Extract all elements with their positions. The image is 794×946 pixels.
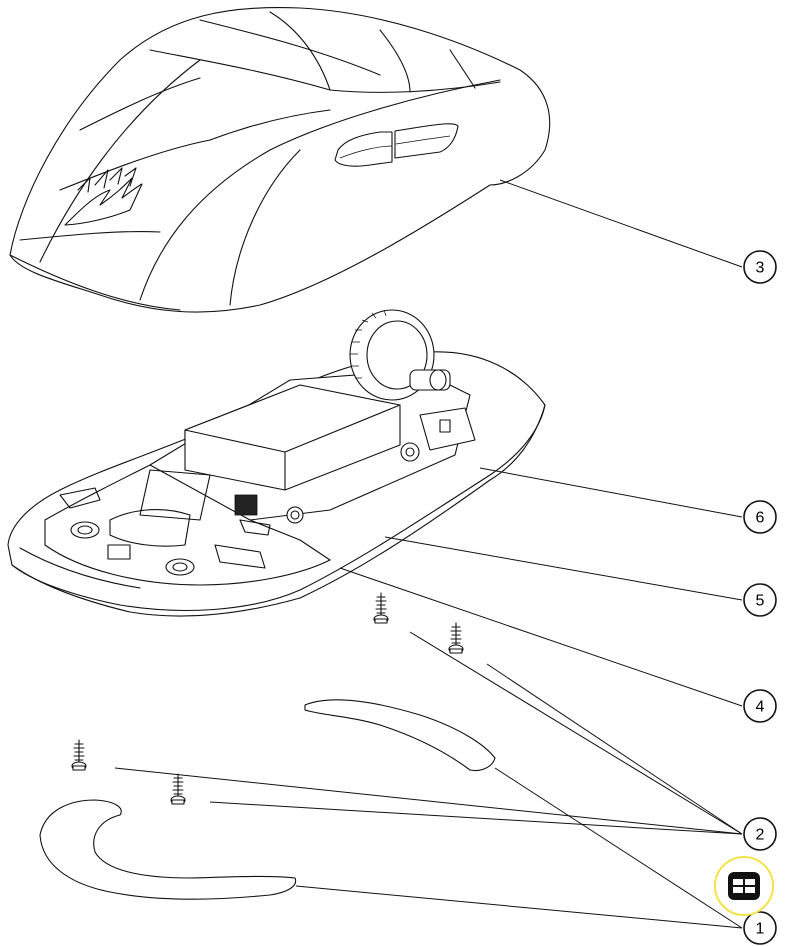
screws [71, 592, 464, 805]
callout-3-label: 3 [756, 260, 765, 277]
callout-3: 3 [743, 250, 777, 284]
screw-lower-middle [170, 773, 186, 805]
screw-lower-left [71, 739, 87, 771]
callout-2: 2 [743, 817, 777, 851]
chassis-assembly [7, 309, 546, 617]
callout-4: 4 [743, 689, 777, 723]
callout-5-label: 5 [756, 593, 765, 610]
callout-1-label: 1 [756, 921, 765, 938]
skate-rear [39, 799, 297, 900]
callout-6-label: 6 [756, 510, 765, 527]
top-shell [9, 6, 551, 313]
screw-upper-right [448, 622, 464, 654]
callout-1: 1 [743, 911, 777, 945]
table-view-button[interactable] [714, 856, 774, 916]
callout-5: 5 [743, 583, 777, 617]
callout-6: 6 [743, 500, 777, 534]
skates [39, 699, 496, 900]
skate-front [304, 699, 496, 772]
table-grid-icon [728, 872, 760, 900]
leader-lines [114, 179, 743, 929]
screw-upper-left [373, 592, 389, 624]
callout-2-label: 2 [756, 827, 765, 844]
callout-4-label: 4 [756, 699, 765, 716]
